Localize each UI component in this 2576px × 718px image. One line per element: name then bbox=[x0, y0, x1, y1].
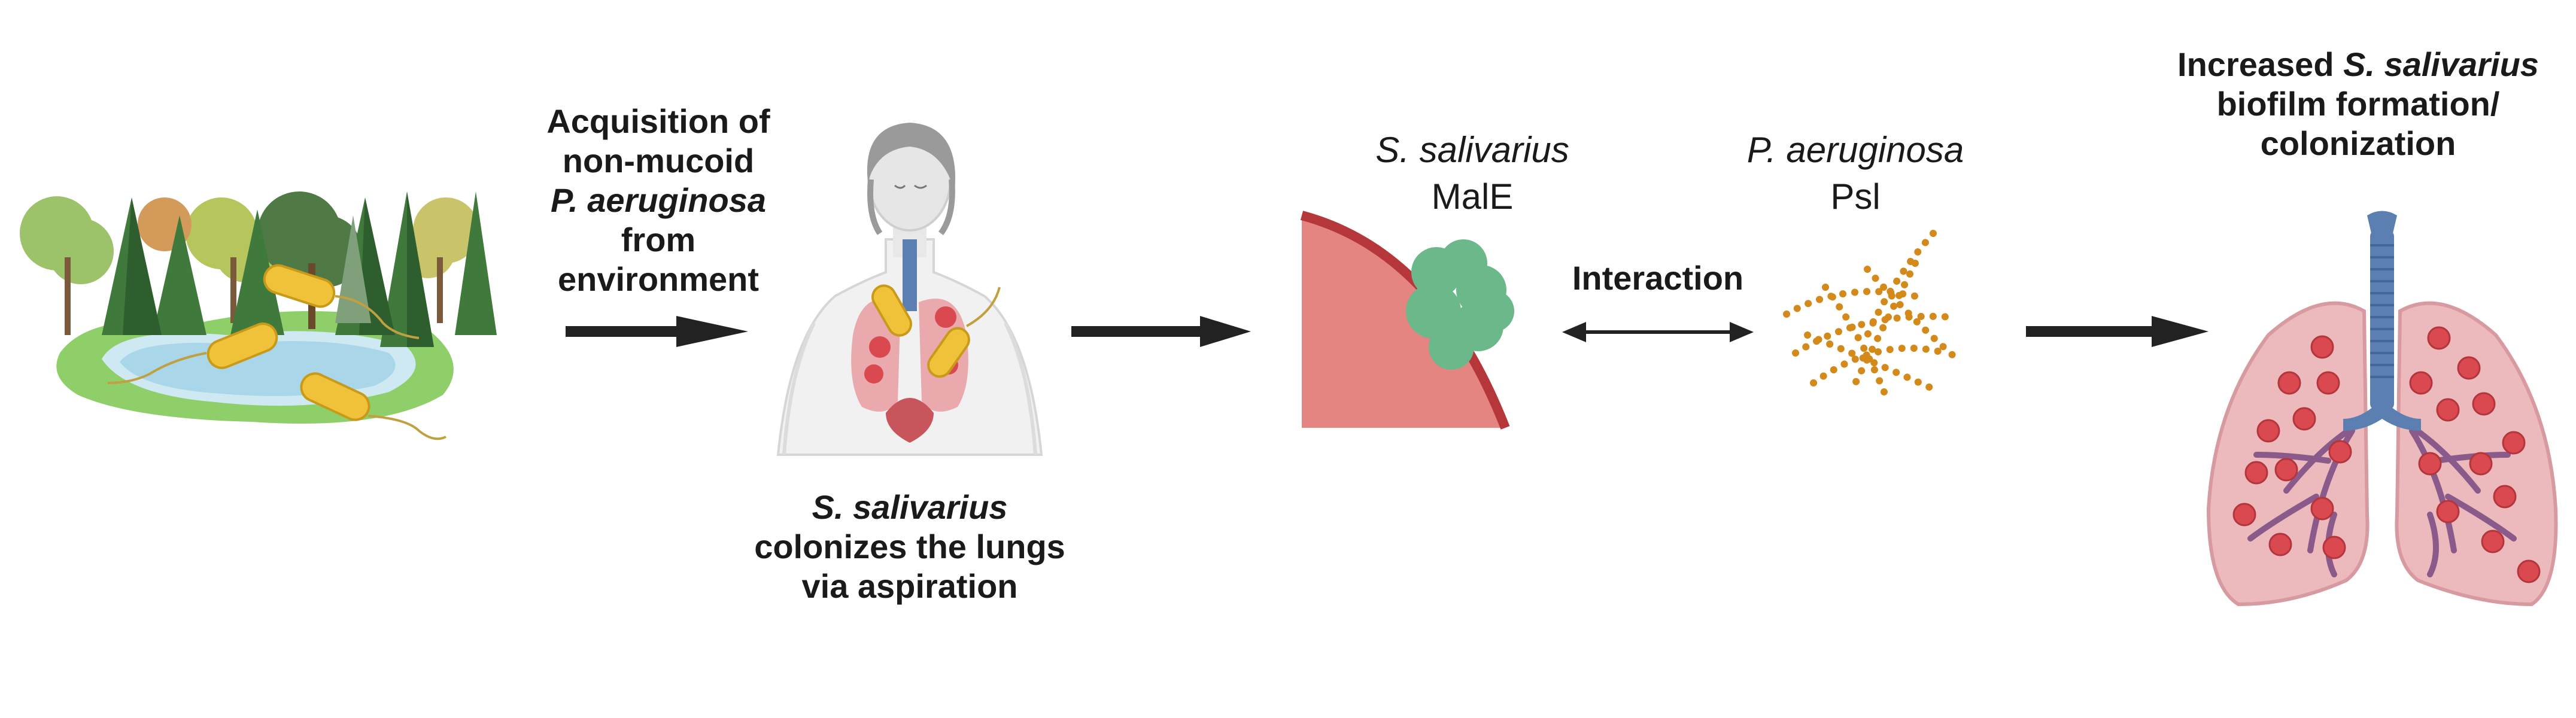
arrow-2 bbox=[1071, 316, 1251, 347]
p-aeruginosa-species: P. aeruginosa bbox=[1746, 130, 1964, 170]
colonizes-label: S. salivarius colonizes the lungs via as… bbox=[736, 488, 1083, 606]
colonized-lungs-icon bbox=[2206, 211, 2558, 607]
bacterium-icon bbox=[300, 372, 446, 440]
colonizes-line1: S. salivarius bbox=[812, 488, 1008, 526]
acquisition-line3: P. aeruginosa bbox=[550, 181, 766, 219]
acquisition-line4: from bbox=[621, 221, 696, 258]
human-lungs-icon bbox=[776, 123, 1043, 456]
interaction-arrow bbox=[1562, 322, 1754, 342]
s-salivarius-male-label: S. salivarius MalE bbox=[1347, 127, 1598, 220]
male-molecule: MalE bbox=[1431, 177, 1514, 217]
acquisition-label: Acquisition of non-mucoid P. aeruginosa … bbox=[527, 102, 790, 299]
bacterium-icon bbox=[107, 323, 278, 384]
p-aeruginosa-psl-label: P. aeruginosa Psl bbox=[1730, 127, 1981, 220]
s-salivarius-species: S. salivarius bbox=[1375, 130, 1569, 170]
environment-scene-icon bbox=[20, 191, 497, 440]
result-line2: biofilm formation/ bbox=[2216, 85, 2500, 123]
result-label: Increased S. salivarius biofilm formatio… bbox=[2155, 45, 2562, 163]
arrow-1 bbox=[566, 316, 748, 347]
male-protein-icon bbox=[1406, 239, 1514, 370]
acquisition-line2: non-mucoid bbox=[562, 142, 755, 180]
result-line1: Increased S. salivarius bbox=[2177, 45, 2539, 83]
acquisition-line1: Acquisition of bbox=[546, 102, 770, 140]
result-line3: colonization bbox=[2260, 124, 2456, 162]
bacterium-icon bbox=[263, 264, 420, 339]
arrow-3 bbox=[2026, 316, 2209, 347]
acquisition-line5: environment bbox=[557, 260, 760, 298]
psl-molecule: Psl bbox=[1830, 177, 1881, 217]
interaction-label: Interaction bbox=[1572, 259, 1744, 297]
colonizes-line3: via aspiration bbox=[801, 567, 1018, 605]
psl-polysaccharide-icon bbox=[1783, 230, 1961, 398]
colonizes-line2: colonizes the lungs bbox=[754, 528, 1065, 565]
